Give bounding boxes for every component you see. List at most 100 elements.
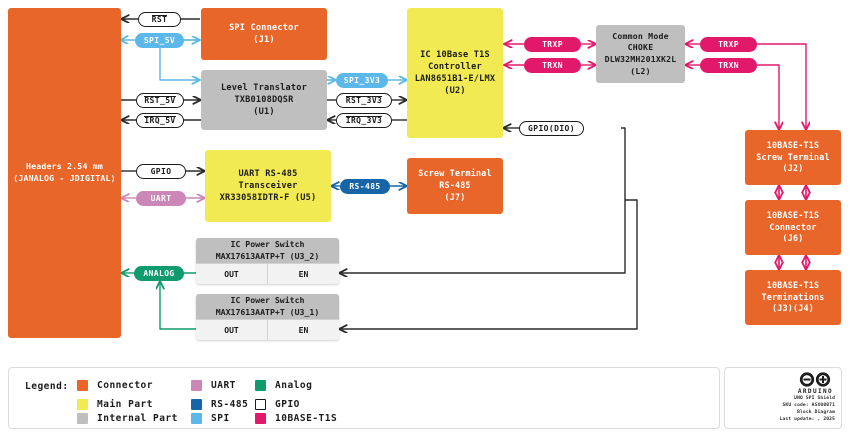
legend-label: 10BASE-T1S <box>275 413 338 424</box>
signal-pill-irq-5v[interactable]: IRQ_5V <box>136 113 184 128</box>
block-line: (L2) <box>630 65 651 76</box>
block-line: (U1) <box>253 107 275 118</box>
screw-terminal-rs485-j7[interactable]: Screw Terminal RS-485 (J7) <box>407 158 503 214</box>
legend-item-main-part: Main Part <box>77 399 153 410</box>
uart-rs485-transceiver-u5[interactable]: UART RS-485 Transceiver XR33058IDTR-F (U… <box>205 150 331 222</box>
block-line: DLW32MH201XK2L <box>604 54 677 64</box>
pin-en[interactable]: EN <box>267 263 339 284</box>
signal-pill-gpio-dio[interactable]: GPIO(DIO) <box>519 121 584 136</box>
brand-line: UNO SPI Shield <box>794 396 835 401</box>
signal-label: UART <box>150 194 172 203</box>
title-block: ARDUINO UNO SPI Shield SKU code: ASX0007… <box>724 367 842 429</box>
pin-en[interactable]: EN <box>267 319 339 340</box>
legend-label: RS-485 <box>211 399 249 410</box>
common-mode-choke-l2[interactable]: Common Mode CHOKE DLW32MH201XK2L (L2) <box>596 25 685 83</box>
signal-pill-rs485[interactable]: RS-485 <box>340 179 390 194</box>
power-switch-head: IC Power Switch MAX17613AATP+T (U3_1) <box>196 294 339 319</box>
legend-label: Analog <box>275 380 313 391</box>
legend-panel: Legend: Connector Main Part Internal Par… <box>8 367 720 429</box>
signal-pill-trxp-left[interactable]: TRXP <box>524 37 581 52</box>
signal-label: RST_5V <box>144 95 176 105</box>
legend-swatch-main-part <box>77 399 88 410</box>
signal-label: TRXP <box>718 40 739 49</box>
10base-t1s-screw-terminal-j2[interactable]: 10BASE-T1S Screw Terminal (J2) <box>745 130 841 185</box>
legend-label: GPIO <box>275 399 300 410</box>
block-line: Level Translator <box>221 82 307 93</box>
signal-pill-trxn-left[interactable]: TRXN <box>524 58 581 73</box>
arduino-logo: ARDUINO <box>798 372 833 395</box>
block-line: (J2) <box>782 163 804 174</box>
ic-power-switch-u3-1[interactable]: IC Power Switch MAX17613AATP+T (U3_1) OU… <box>196 294 339 340</box>
signal-pill-rst-5v[interactable]: RST_5V <box>136 93 184 108</box>
headers-2p54mm[interactable]: Headers 2.54 mm (JANALOG - JDIGITAL) <box>8 8 121 338</box>
power-switch-pins: OUT EN <box>196 263 339 284</box>
block-line: Screw Terminal <box>418 168 492 179</box>
legend-label: Internal Part <box>97 413 178 424</box>
block-line: (J1) <box>253 35 275 45</box>
brand-line: Block Diagram <box>797 410 835 416</box>
signal-pill-trxp-right[interactable]: TRXP <box>700 37 757 52</box>
signal-pill-gpio[interactable]: GPIO <box>136 164 186 179</box>
signal-label: IRQ_3V3 <box>345 115 383 125</box>
legend-swatch-uart <box>191 380 202 391</box>
block-line: Transceiver <box>238 180 298 191</box>
signal-pill-rst[interactable]: RST <box>138 12 181 27</box>
signal-pill-analog[interactable]: ANALOG <box>134 266 184 281</box>
block-line: TXB0108DQSR <box>234 94 294 105</box>
signal-label: GPIO <box>150 167 172 176</box>
signal-label: TRXN <box>718 61 739 70</box>
legend-swatch-gpio <box>255 399 266 410</box>
level-translator-u1[interactable]: Level Translator TXB0108DQSR (U1) <box>201 70 327 130</box>
block-line: Connector <box>769 221 817 232</box>
power-switch-pins: OUT EN <box>196 319 339 340</box>
signal-label: IRQ_5V <box>144 115 176 125</box>
signal-label: SPI_3V3 <box>343 76 381 85</box>
block-line: Controller <box>428 61 482 72</box>
signal-pill-irq-3v3[interactable]: IRQ_3V3 <box>336 113 392 128</box>
signal-label: RST <box>151 14 168 24</box>
signal-label: RST_3V3 <box>345 95 383 105</box>
10base-t1s-connector-j6[interactable]: 10BASE-T1S Connector (J6) <box>745 200 841 255</box>
block-line: Common Mode <box>612 30 669 41</box>
arduino-wordmark: ARDUINO <box>797 388 833 395</box>
legend-swatch-rs485 <box>191 399 202 410</box>
signal-label: TRXP <box>542 40 563 49</box>
legend-swatch-spi <box>191 413 202 424</box>
arduino-infinity-icon <box>800 372 831 387</box>
signal-label: ANALOG <box>143 269 175 278</box>
pin-out[interactable]: OUT <box>196 263 267 284</box>
block-line: (J3)(J4) <box>772 303 814 314</box>
legend-item-rs485: RS-485 <box>191 399 248 410</box>
block-line: MAX17613AATP+T (U3_1) <box>215 306 320 317</box>
block-line: (J7) <box>444 191 466 202</box>
signal-pill-uart[interactable]: UART <box>136 191 186 206</box>
block-line: CHOKE <box>627 42 654 53</box>
ic-10base-t1s-controller-u2[interactable]: IC 10Base T1S Controller LAN8651B1-E/LMX… <box>407 8 503 138</box>
power-switch-head: IC Power Switch MAX17613AATP+T (U3_2) <box>196 238 339 263</box>
block-line: IC Power Switch <box>230 294 305 305</box>
block-line: (J6) <box>782 233 804 244</box>
10base-t1s-terminations-j3-j4[interactable]: 10BASE-T1S Terminations (J3)(J4) <box>745 270 841 325</box>
signal-label: SPI_5V <box>143 36 176 45</box>
ic-power-switch-u3-2[interactable]: IC Power Switch MAX17613AATP+T (U3_2) OU… <box>196 238 339 284</box>
block-line: IC 10Base T1S <box>420 49 490 60</box>
legend-item-connector: Connector <box>77 380 153 391</box>
signal-label: TRXN <box>542 61 563 70</box>
signal-pill-trxn-right[interactable]: TRXN <box>700 58 757 73</box>
signal-pill-spi-5v[interactable]: SPI_5V <box>135 33 184 48</box>
signal-label: RS-485 <box>349 182 381 191</box>
legend-label: SPI <box>211 413 230 424</box>
legend-item-spi: SPI <box>191 413 230 424</box>
legend-label: Main Part <box>97 399 153 410</box>
signal-pill-rst-3v3[interactable]: RST_3V3 <box>336 93 392 108</box>
block-line: MAX17613AATP+T (U3_2) <box>215 250 320 261</box>
legend-title: Legend: <box>25 381 69 392</box>
block-line: (U2) <box>444 86 466 97</box>
signal-label: GPIO(DIO) <box>528 124 575 133</box>
block-line: RS-485 <box>439 180 471 191</box>
signal-pill-spi-3v3[interactable]: SPI_3V3 <box>336 73 388 88</box>
spi-connector-j1[interactable]: SPI Connector (J1) <box>201 8 327 60</box>
pin-out[interactable]: OUT <box>196 319 267 340</box>
legend-swatch-internal-part <box>77 413 88 424</box>
